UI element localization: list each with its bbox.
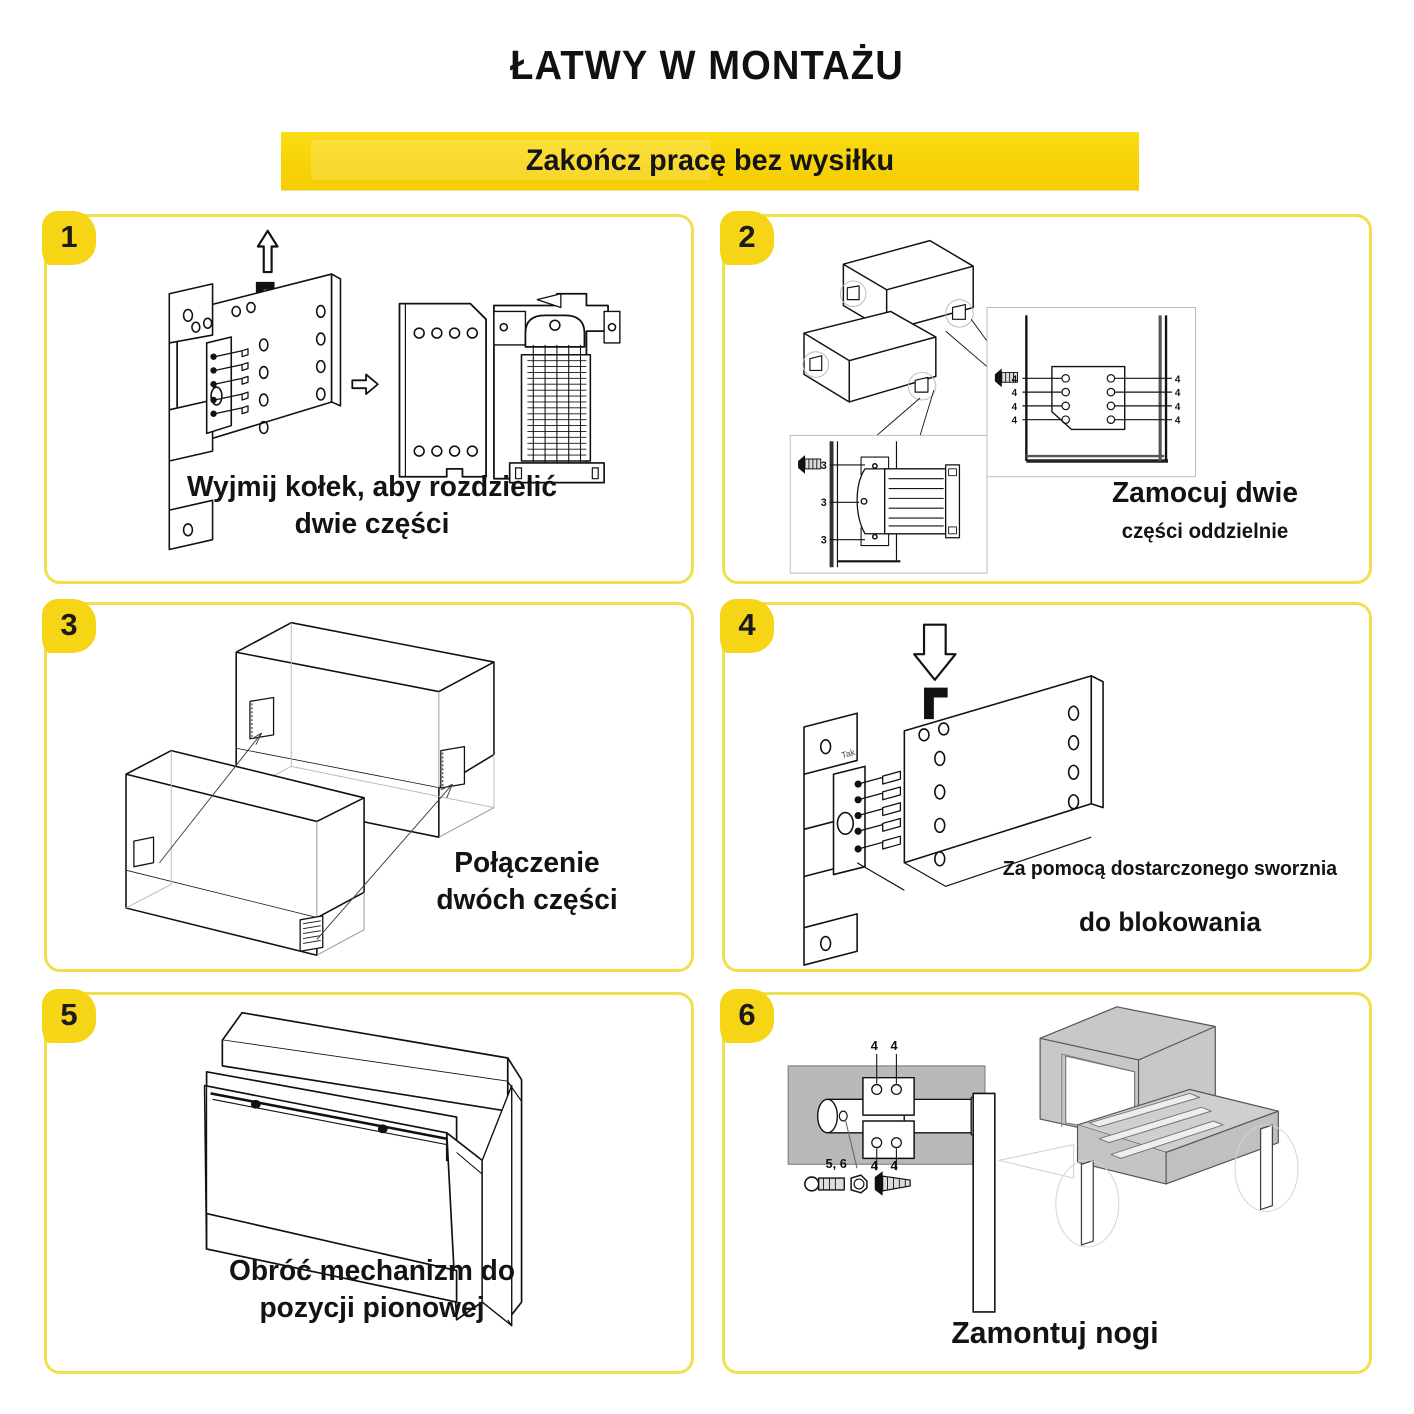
step-3-caption: Połączenie dwóch części [382,845,673,919]
svg-text:4: 4 [1175,374,1181,385]
step-1-illustration [47,217,691,581]
svg-text:4: 4 [1012,416,1018,427]
svg-text:3: 3 [821,460,827,472]
step-3-caption-line2: dwóch części [436,884,618,917]
step-panel-2: 2 [720,211,1372,584]
svg-text:4: 4 [1175,416,1181,427]
step-number-badge-6: 6 [720,989,774,1043]
step-3-caption-line1: Połączenie [454,847,600,879]
step-panel-6: 6 [720,989,1372,1374]
svg-text:4: 4 [1175,388,1181,399]
label-4-top-left: 4 [871,1038,879,1053]
tak-label: Tak [840,747,857,761]
step-2-illustration: 4 4 4 4 4 4 4 4 [725,217,1369,581]
step-number-badge-5: 5 [42,989,96,1043]
step-number-badge-3: 3 [42,599,96,653]
subtitle-banner: Zakończ pracę bez wysiłku [281,132,1139,190]
step-number-badge-2: 2 [720,211,774,265]
step-1-caption: Wyjmij kołek, aby rozdzielić dwie części [76,469,668,543]
step-4-caption-line2: do blokowania [1079,907,1261,937]
step-1-caption-line2: dwie części [294,508,450,541]
label-4-bottom-left: 4 [871,1158,879,1173]
label-4-top-right: 4 [890,1038,898,1053]
step-1-caption-line1: Wyjmij kołek, aby rozdzielić [187,471,557,503]
step-panel-1: 1 [42,211,694,584]
svg-text:4: 4 [1012,402,1018,413]
step-3-illustration [47,605,691,969]
svg-text:4: 4 [1012,374,1018,385]
label-4-bottom-right: 4 [890,1158,898,1173]
step-2-caption-line2: części oddzielnie [1121,520,1289,543]
step-5-caption-line1: Obróć mechanizm do [228,1255,516,1287]
step-6-illustration: 4 4 4 4 5, 6 [725,995,1369,1371]
svg-text:3: 3 [821,535,827,547]
step-2-caption-line1: Zamocuj dwie [1111,477,1298,509]
step-number-badge-4: 4 [720,599,774,653]
step-number-badge-1: 1 [42,211,96,265]
step-panel-3: 3 [42,599,694,972]
step-5-caption-line2: pozycji pionowej [259,1292,485,1325]
step-5-illustration [47,995,691,1371]
svg-text:4: 4 [1175,402,1181,413]
page-title: ŁATWY W MONTAŻU [510,42,904,88]
svg-text:3: 3 [821,497,827,509]
step-6-caption-line1: Zamontuj nogi [951,1315,1159,1350]
svg-text:4: 4 [1012,388,1018,399]
step-panel-5: 5 [42,989,694,1374]
step-panel-4: 4 [720,599,1372,972]
banner-highlight [311,140,711,180]
step-4-illustration: Tak [725,605,1369,969]
step-4-caption-line1: Za pomocą dostarczonego sworznia [1002,858,1338,880]
label-5-6: 5, 6 [826,1156,847,1171]
subtitle-text: Zakończ pracę bez wysiłku [525,144,895,177]
step-5-caption: Obróć mechanizm do pozycji pionowej [76,1253,668,1327]
